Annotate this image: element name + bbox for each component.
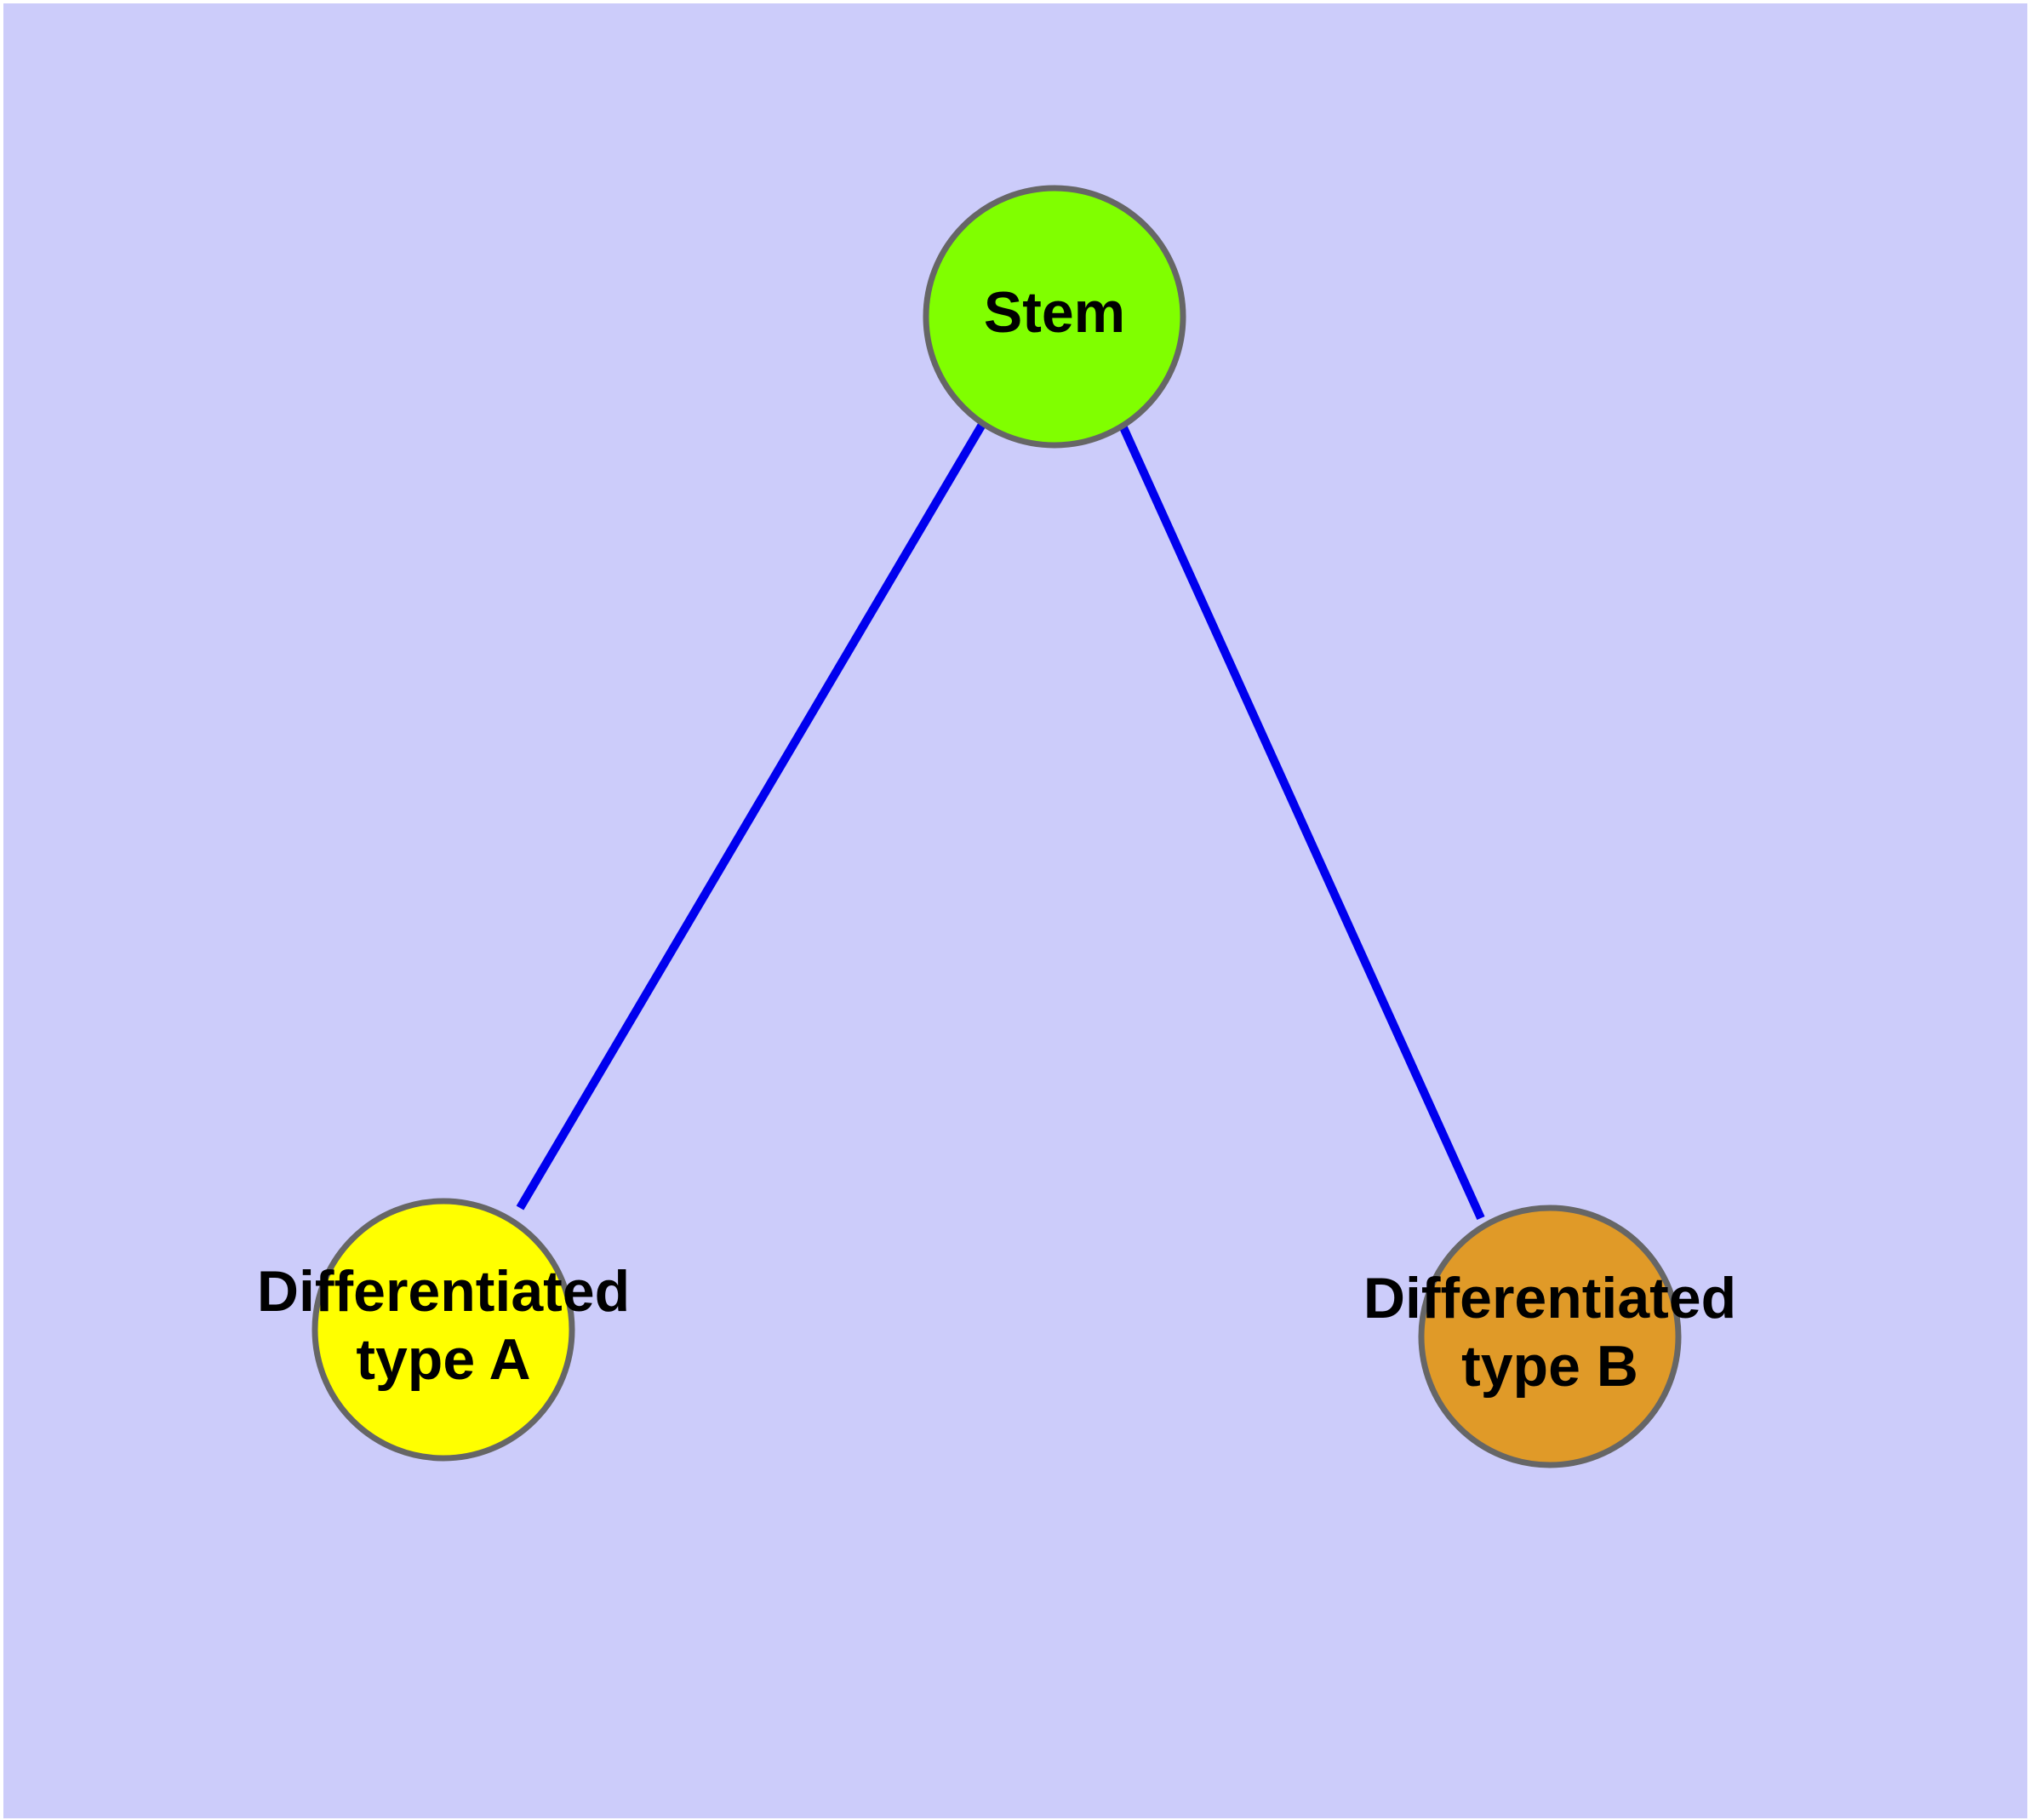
- edges-group: [516, 421, 1485, 1221]
- edge-stem-to-diff-b: [1118, 423, 1485, 1221]
- node-label-stem: Stem: [984, 280, 1125, 345]
- node-stem[interactable]: [923, 185, 1186, 449]
- nodes-group: [311, 185, 1682, 1468]
- node-diff_b[interactable]: [1418, 1205, 1682, 1468]
- edge-stem-to-diff-a: [516, 421, 987, 1210]
- node-diff_a[interactable]: [311, 1198, 575, 1462]
- node-label-line: Differentiated: [1363, 1266, 1736, 1331]
- node-label-line: type A: [356, 1327, 530, 1392]
- node-label-line: Differentiated: [257, 1259, 630, 1324]
- node-label-line: Stem: [984, 280, 1125, 345]
- node-label-line: type B: [1461, 1334, 1638, 1399]
